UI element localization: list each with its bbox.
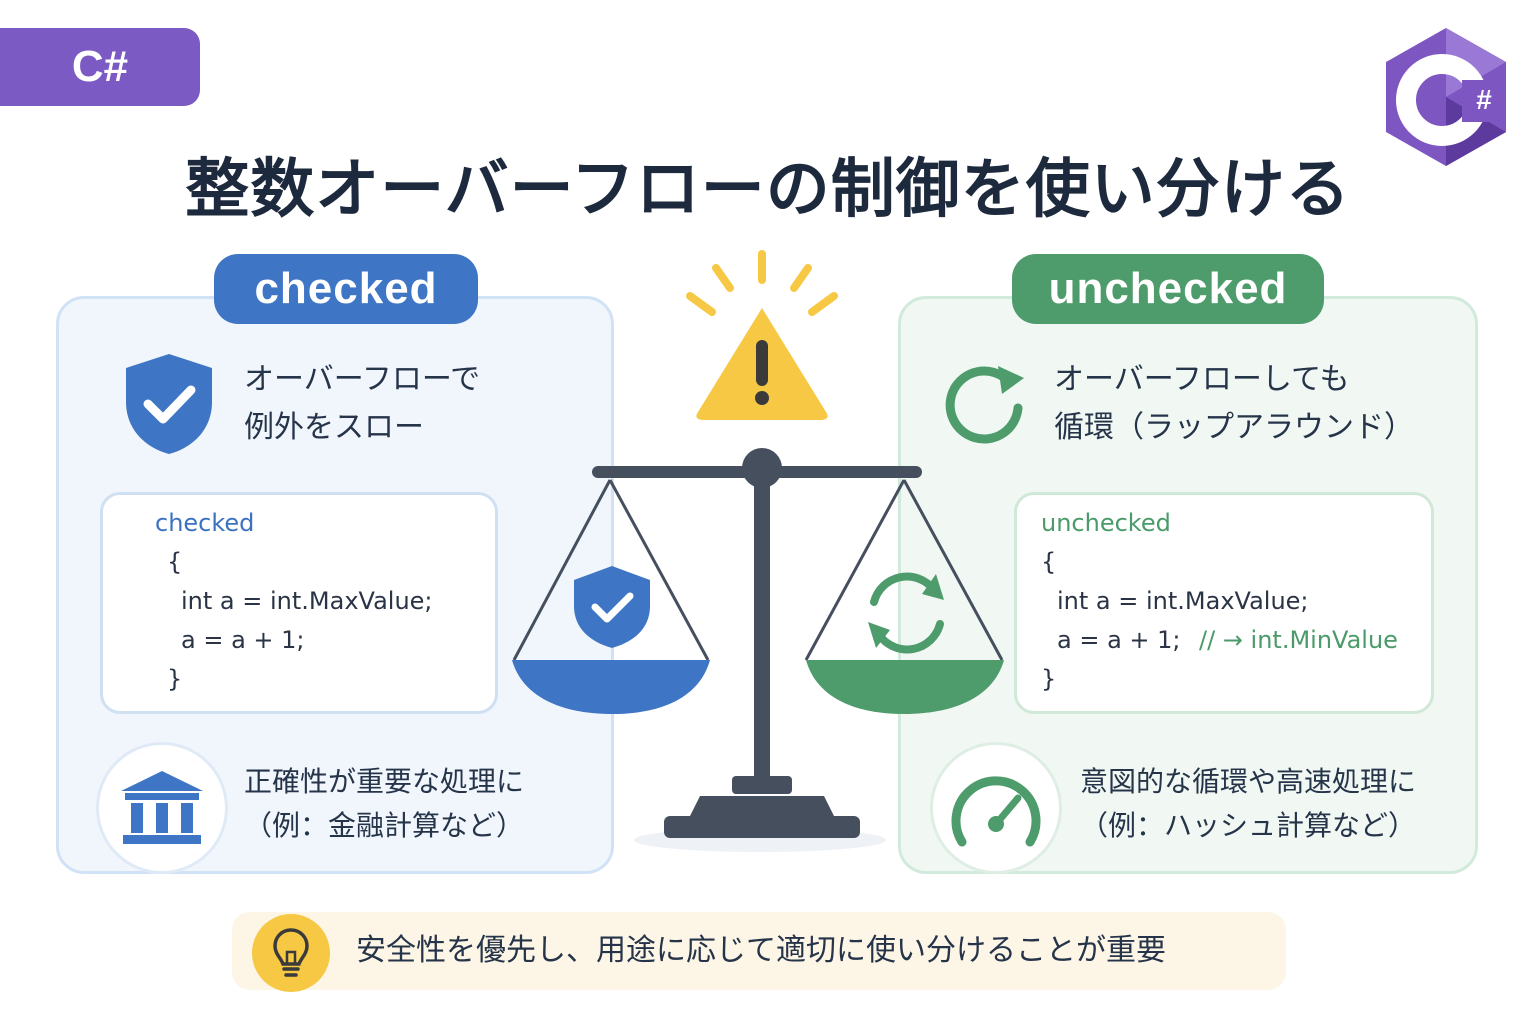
usecase-icon-circle <box>96 742 228 874</box>
summary-banner <box>232 912 1286 990</box>
code-open-brace: { <box>1041 548 1057 576</box>
unchecked-code-block: unchecked { int a = int.MaxValue; a = a … <box>1014 492 1434 714</box>
bank-icon <box>121 771 203 844</box>
code-close-brace: } <box>1041 665 1057 693</box>
unchecked-usecase-line1: 意図的な循環や高速処理に <box>1080 765 1417 798</box>
checked-code-block: checked { int a = int.MaxValue; a = a + … <box>100 492 498 714</box>
speedometer-icon <box>951 776 1041 847</box>
checked-usecase-line1: 正確性が重要な処理に <box>244 765 525 798</box>
shield-check-icon <box>126 354 212 454</box>
balance-scale-icon <box>512 448 1004 852</box>
code-close-brace: } <box>167 665 183 693</box>
code-keyword: checked <box>155 509 255 537</box>
code-line: a = a + 1; <box>1057 626 1181 654</box>
usecase-icon-circle <box>930 742 1062 874</box>
code-line: int a = int.MaxValue; <box>181 587 433 615</box>
code-keyword: unchecked <box>1041 509 1171 537</box>
code-open-brace: { <box>167 548 183 576</box>
unchecked-usecase-line2: （例：ハッシュ計算など） <box>1080 809 1417 842</box>
unchecked-feature-line1: オーバーフローしても <box>1054 362 1350 397</box>
checked-feature-line1: オーバーフローで <box>244 362 481 397</box>
code-line: a = a + 1; <box>181 626 305 654</box>
checked-usecase-text: 正確性が重要な処理に （例：金融計算など） <box>244 760 524 848</box>
page-title: 整数オーバーフローの制御を使い分ける <box>185 153 1351 227</box>
csharp-logo-icon: # <box>1386 28 1506 166</box>
checked-feature-line2: 例外をスロー <box>244 410 424 445</box>
lightbulb-icon <box>252 914 330 992</box>
warning-icon <box>686 250 838 420</box>
unchecked-feature-line2: 循環（ラップアラウンド） <box>1054 410 1414 445</box>
lightbulb-glyph <box>273 928 309 977</box>
unchecked-feature-text: オーバーフローしても 循環（ラップアラウンド） <box>1054 356 1414 452</box>
unchecked-usecase-text: 意図的な循環や高速処理に （例：ハッシュ計算など） <box>1080 760 1416 848</box>
summary-text: 安全性を優先し、用途に応じて適切に使い分けることが重要 <box>356 933 1166 968</box>
checked-usecase-line2: （例：金融計算など） <box>244 809 525 842</box>
code-line: int a = int.MaxValue; <box>1057 587 1309 615</box>
balance-scale-illustration <box>512 250 1004 852</box>
csharp-logo-symbol: # <box>1476 84 1492 115</box>
code-comment: // → int.MinValue <box>1199 626 1398 654</box>
cycle-arrow-icon <box>945 366 1024 444</box>
checked-feature-text: オーバーフローで 例外をスロー <box>244 356 480 452</box>
checked-pill: checked <box>214 254 478 324</box>
unchecked-pill: unchecked <box>1012 254 1324 324</box>
csharp-tag: C# <box>0 28 200 106</box>
